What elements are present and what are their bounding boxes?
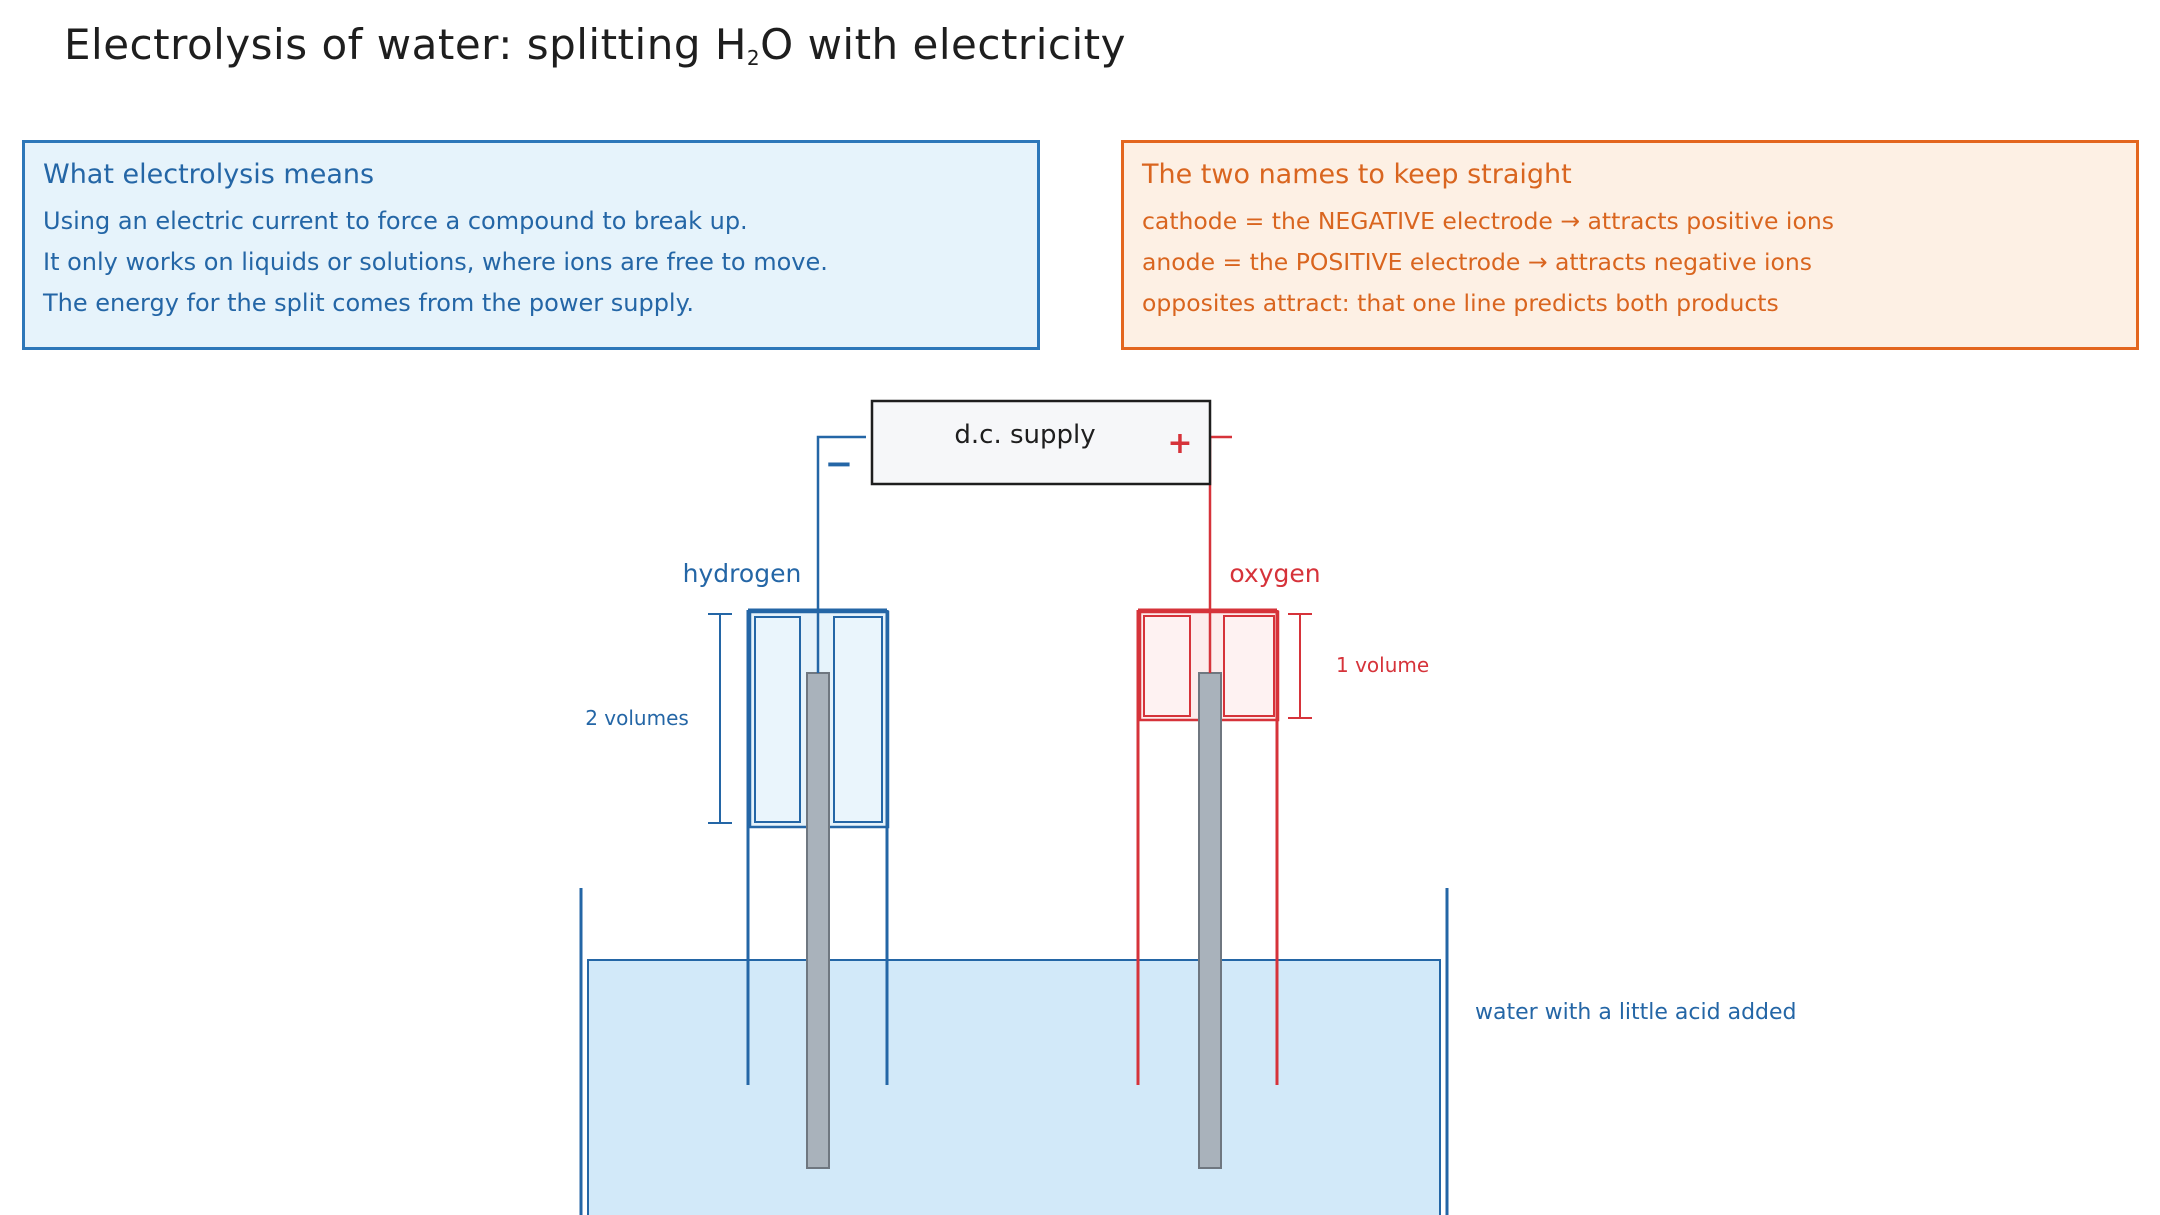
definition-card-heading: What electrolysis means (43, 159, 375, 190)
dc-supply-box (870, 399, 1212, 486)
hydrogen-volume-label: 2 volumes (585, 706, 689, 730)
oxygen-label: oxygen (1229, 559, 1320, 588)
definition-card: What electrolysis means Using an electri… (22, 140, 1040, 350)
definition-line: Using an electric current to force a com… (43, 207, 748, 236)
water-label: water with a little acid added (1475, 1000, 1797, 1025)
definition-line: The energy for the split comes from the … (43, 289, 694, 318)
negative-wire (816, 435, 866, 673)
oxygen-volume-bracket (1288, 613, 1312, 719)
hydrogen-volume-bracket (708, 613, 732, 824)
page-title: Electrolysis of water: splitting H2O wit… (64, 20, 1126, 70)
cathode-electrode (806, 672, 830, 1169)
title-text-main: Electrolysis of water: splitting H (64, 20, 747, 69)
title-subscript: 2 (746, 46, 761, 70)
anode-line: anode = the POSITIVE electrode → attract… (1142, 248, 1813, 277)
oxygen-volume-label: 1 volume (1336, 653, 1429, 677)
electrode-names-heading: The two names to keep straight (1142, 159, 1572, 190)
hydrogen-gas-left (754, 616, 801, 823)
hydrogen-label: hydrogen (683, 559, 802, 588)
cathode-line: cathode = the NEGATIVE electrode → attra… (1142, 207, 1834, 236)
title-text-end: O with electricity (760, 20, 1126, 69)
oxygen-gas-left (1143, 615, 1191, 717)
oxygen-gas-right (1223, 615, 1275, 717)
definition-line: It only works on liquids or solutions, w… (43, 248, 828, 277)
positive-terminal-sign: + (1167, 426, 1192, 461)
negative-terminal-sign: − (825, 444, 854, 484)
water-body (587, 959, 1441, 1215)
hydrogen-gas-right (833, 616, 883, 823)
opposites-line: opposites attract: that one line predict… (1142, 289, 1779, 318)
anode-electrode (1198, 672, 1222, 1169)
dc-supply-label: d.c. supply (954, 420, 1095, 450)
electrode-names-card: The two names to keep straight cathode =… (1121, 140, 2139, 350)
